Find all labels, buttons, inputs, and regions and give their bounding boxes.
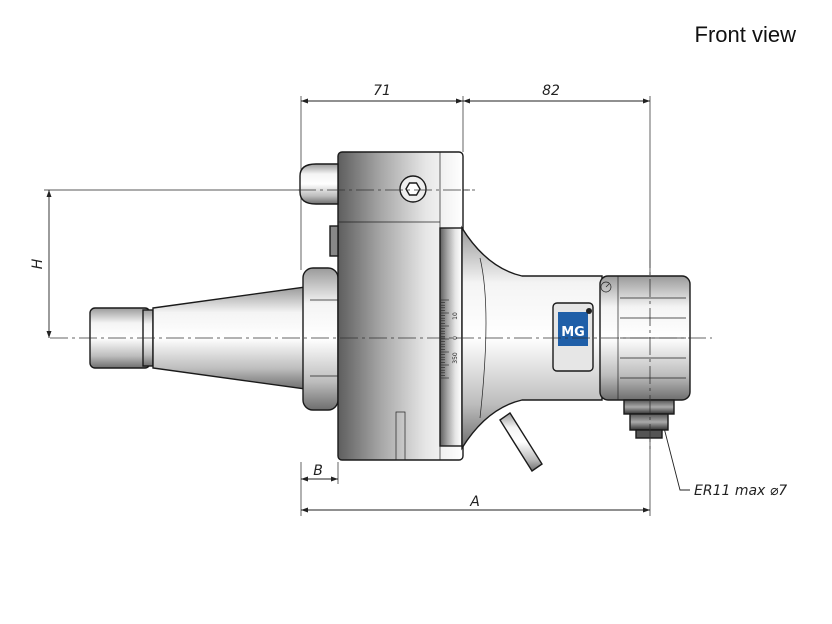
dim-71-label: 71	[373, 83, 391, 99]
dim-b-label: B	[313, 463, 323, 479]
scale-10: 10	[452, 312, 459, 320]
dim-h-label: H	[30, 258, 46, 269]
center-lines	[50, 189, 712, 450]
gauge-icon	[600, 281, 612, 293]
angle-scale: 10 0 350	[439, 227, 463, 447]
logo-text: MG	[561, 325, 585, 340]
dimension-lines	[44, 96, 690, 516]
dim-a-label: A	[469, 494, 480, 510]
view-title: Front view	[694, 22, 796, 47]
brand-logo: MG	[552, 302, 594, 372]
collet-label: ER11 max ⌀7	[694, 483, 787, 499]
tool-shank	[89, 267, 339, 411]
dim-82-label: 82	[542, 83, 560, 99]
coolant-pipe	[499, 412, 543, 472]
output-block	[599, 275, 691, 439]
scale-0: 0	[452, 336, 459, 340]
scale-350: 350	[452, 352, 459, 364]
